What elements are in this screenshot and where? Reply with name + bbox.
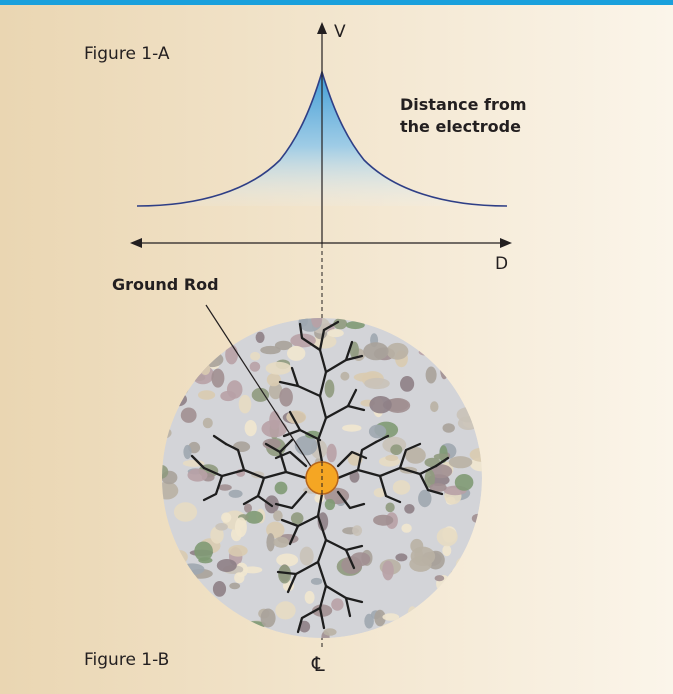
distance-label-line1: Distance from bbox=[400, 95, 527, 114]
v-axis-label: V bbox=[334, 22, 346, 42]
crack-pattern bbox=[190, 320, 450, 634]
top-border bbox=[0, 0, 673, 5]
d-axis-label: D bbox=[495, 254, 509, 274]
figure-1a-label: Figure 1-A bbox=[84, 44, 170, 64]
d-axis-arrow-right bbox=[500, 238, 512, 248]
centerline-symbol: ℄ bbox=[312, 652, 325, 676]
figure-1b-label: Figure 1-B bbox=[84, 650, 170, 670]
d-axis-arrow-left bbox=[130, 238, 142, 248]
ground-rod-label: Ground Rod bbox=[112, 275, 219, 294]
v-axis-arrow bbox=[317, 22, 327, 34]
distance-label-line2: the electrode bbox=[400, 117, 521, 136]
ground-rod-leader bbox=[205, 304, 313, 469]
